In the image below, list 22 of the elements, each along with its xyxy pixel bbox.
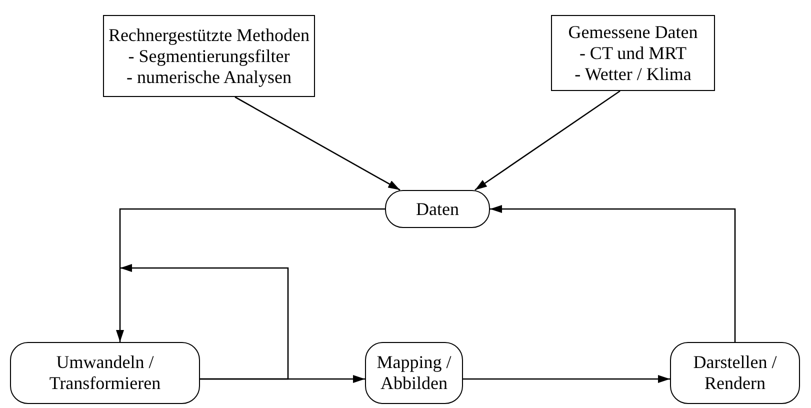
process-box [365,342,463,404]
node-label: Rechnergestützte Methoden [108,24,310,46]
node-label: - CT und MRT [579,42,687,64]
arrow [463,375,670,383]
node-label: Umwandeln / Transformieren [48,352,162,394]
node-label: Gemessene Daten [568,22,698,42]
node-label: Daten [416,198,459,220]
node-label: - Segmentierungsfilter [128,46,290,66]
arrow [116,208,385,342]
process-box [10,342,200,404]
arrow [234,96,400,191]
process-box [670,342,800,404]
process-box [385,190,490,228]
arrow [474,90,620,191]
node-label: - numerische Analysen [126,66,292,88]
node-label: Darstellen / Rendern [692,352,778,394]
arrow [120,264,289,380]
source-box [551,15,715,91]
arrow [490,205,736,342]
source-box [103,15,315,97]
node-label: - Wetter / Klima [574,64,692,84]
node-label: Mapping / Abbilden [376,352,452,394]
